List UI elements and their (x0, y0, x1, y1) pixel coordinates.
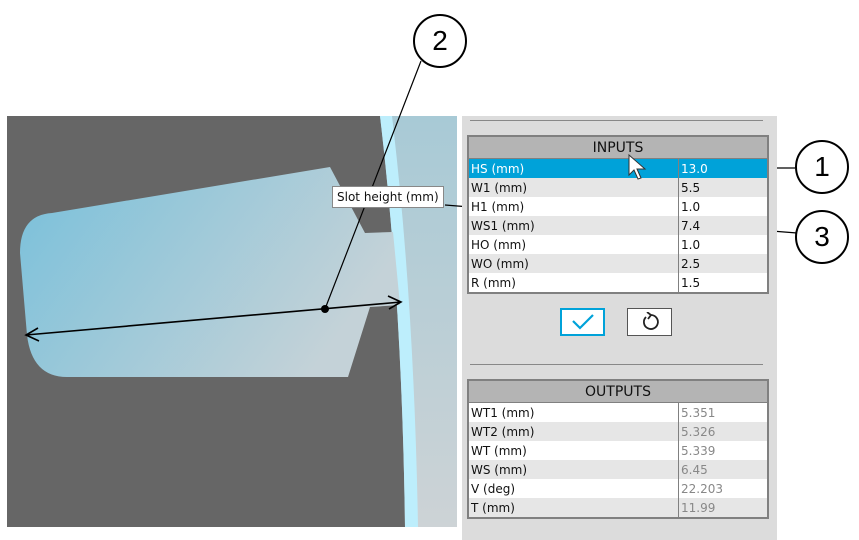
table-row[interactable]: HS (mm)13.0 (468, 158, 768, 178)
input-value-field[interactable]: 1.0 (678, 235, 768, 254)
param-label: WO (mm) (468, 254, 679, 273)
slot-shape (20, 167, 400, 377)
param-label: V (deg) (471, 481, 516, 496)
callout-2: 2 (413, 14, 467, 68)
param-label: HS (mm) (468, 158, 679, 178)
tooltip: Slot height (mm) (332, 186, 444, 208)
input-value-field[interactable]: 2.5 (678, 254, 768, 273)
callout-3: 3 (795, 210, 849, 264)
table-row[interactable]: V (deg) 22.203 (468, 479, 768, 498)
param-label: WT (mm) (471, 443, 527, 458)
output-value: 11.99 (678, 498, 768, 518)
table-row[interactable]: HO (mm) 1.0 (468, 235, 768, 254)
param-label: WT2 (mm) (468, 422, 679, 441)
callout-1: 1 (795, 140, 849, 194)
param-label: H1 (mm) (471, 199, 525, 214)
divider (470, 364, 763, 365)
output-value: 22.203 (678, 479, 768, 498)
table-row[interactable]: WT (mm) 5.339 (468, 441, 768, 460)
height-dimension-arrow (24, 295, 403, 342)
mouse-cursor-icon (628, 153, 647, 180)
table-row[interactable]: WS (mm)6.45 (468, 460, 768, 479)
table-row[interactable]: W1 (mm)5.5 (468, 178, 768, 197)
table-row[interactable]: WO (mm)2.5 (468, 254, 768, 273)
reset-button[interactable] (627, 308, 672, 336)
param-label: WS (mm) (468, 460, 679, 479)
param-label: WT1 (mm) (471, 405, 535, 420)
inputs-header: INPUTS (468, 136, 768, 159)
bore-ring (380, 116, 418, 527)
apply-button[interactable] (560, 308, 605, 336)
input-value-field[interactable]: 1.0 (678, 197, 768, 216)
output-value: 5.351 (678, 402, 768, 422)
table-row[interactable]: R (mm) 1.5 (468, 273, 768, 293)
table-row[interactable]: WT1 (mm) 5.351 (468, 402, 768, 422)
table-row[interactable]: H1 (mm) 1.0 (468, 197, 768, 216)
table-row[interactable]: WS1 (mm)7.4 (468, 216, 768, 235)
input-value-field[interactable]: 7.4 (678, 216, 768, 235)
param-label: T (mm) (468, 498, 679, 518)
output-value: 6.45 (678, 460, 768, 479)
table-row[interactable]: T (mm)11.99 (468, 498, 768, 518)
param-label: WS1 (mm) (468, 216, 679, 235)
callout-dot (321, 305, 329, 313)
output-value: 5.339 (678, 441, 768, 460)
check-icon (571, 314, 594, 330)
input-value-field[interactable]: 1.5 (678, 273, 768, 293)
table-row[interactable]: WT2 (mm)5.326 (468, 422, 768, 441)
param-label: HO (mm) (471, 237, 527, 252)
input-value-field[interactable]: 5.5 (678, 178, 768, 197)
reset-icon (642, 312, 659, 330)
divider (470, 120, 763, 121)
param-label: R (mm) (471, 275, 516, 290)
outputs-header: OUTPUTS (468, 380, 768, 403)
param-label: W1 (mm) (468, 178, 679, 197)
output-value: 5.326 (678, 422, 768, 441)
input-value-field[interactable]: 13.0 (678, 158, 768, 178)
